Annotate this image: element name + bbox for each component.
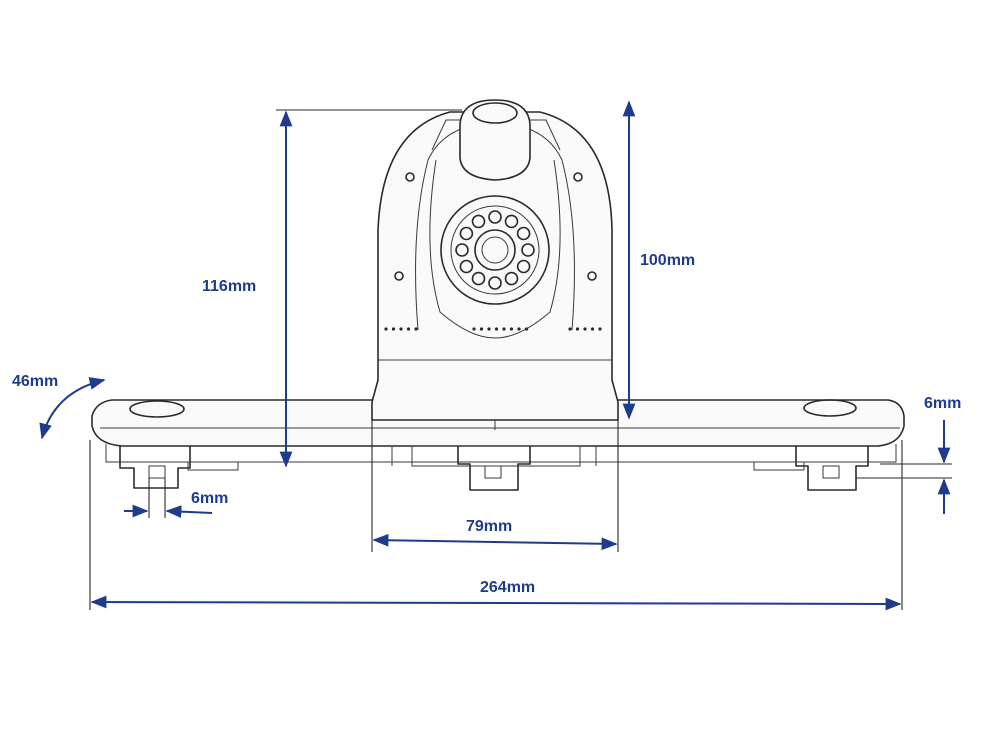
main-lens-glass — [481, 236, 509, 264]
dim-264mm: 264mm — [89, 440, 903, 611]
indicator-dot — [590, 327, 595, 331]
foot-right — [795, 445, 869, 491]
label-100mm: 100mm — [640, 252, 695, 269]
ir-led — [471, 214, 486, 229]
indicator-dot — [509, 327, 514, 331]
foot-left — [119, 445, 191, 489]
indicator-dot — [568, 327, 572, 331]
label-264mm: 264mm — [480, 579, 535, 596]
ir-led — [504, 214, 519, 229]
base-slot-right — [753, 461, 805, 471]
indicator-dot — [391, 327, 396, 331]
label-79mm: 79mm — [466, 518, 512, 535]
indicator-dot — [487, 327, 491, 331]
base-plate-lower-edge — [105, 444, 897, 463]
indicator-dot — [414, 327, 418, 331]
dim-6mm-foot: 6mm — [856, 395, 961, 514]
base-slot-left — [187, 461, 239, 471]
ir-led — [504, 271, 519, 286]
indicator-dot — [598, 327, 602, 331]
camera-body — [371, 111, 619, 421]
ir-led-ring — [455, 210, 535, 290]
label-6mm-foot: 6mm — [924, 395, 961, 412]
indicator-dot — [399, 327, 403, 331]
indicator-dot — [472, 327, 476, 331]
indicator-dot — [479, 327, 484, 331]
screw-mid-left — [394, 271, 404, 281]
indicator-dot — [384, 327, 388, 331]
indicator-dot — [575, 327, 580, 331]
foot-center — [457, 445, 531, 491]
ir-led — [459, 259, 474, 274]
indicator-dot — [583, 327, 587, 331]
mounting-hole-left — [129, 400, 185, 418]
inner-contour-2 — [429, 159, 561, 339]
top-camera-lens — [472, 102, 518, 124]
indicator-dot — [494, 327, 499, 331]
lens-ring-inner — [450, 205, 540, 295]
ir-led — [521, 243, 535, 257]
ir-led — [459, 226, 474, 241]
ir-led — [488, 276, 502, 290]
screw-top-left — [405, 172, 415, 182]
dim-6mm-slot: 6mm — [124, 478, 228, 519]
label-46mm: 46mm — [12, 373, 58, 390]
main-lens — [474, 229, 516, 271]
indicator-dot — [517, 327, 521, 331]
ir-led — [516, 259, 531, 274]
mounting-hole-right — [803, 399, 857, 417]
indicator-dot — [502, 327, 506, 331]
dim-79mm: 79mm — [371, 420, 619, 552]
ir-led — [455, 243, 469, 257]
screw-mid-right — [587, 271, 597, 281]
dim-116mm: 116mm — [202, 109, 462, 468]
ir-led — [471, 271, 486, 286]
dim-100mm: 100mm — [622, 100, 695, 420]
label-116mm: 116mm — [202, 278, 256, 295]
top-camera-head — [459, 99, 531, 181]
dim-46mm: 46mm — [12, 373, 106, 440]
screw-top-right — [573, 172, 583, 182]
indicator-dots — [384, 327, 602, 331]
indicator-dot — [406, 327, 411, 331]
lens-ring-outer — [440, 195, 550, 305]
ir-led — [488, 210, 502, 224]
ir-led — [516, 226, 531, 241]
label-6mm-slot: 6mm — [191, 490, 228, 507]
base-center-block — [411, 445, 581, 467]
indicator-dot — [524, 327, 529, 331]
camera-housing — [91, 99, 905, 491]
